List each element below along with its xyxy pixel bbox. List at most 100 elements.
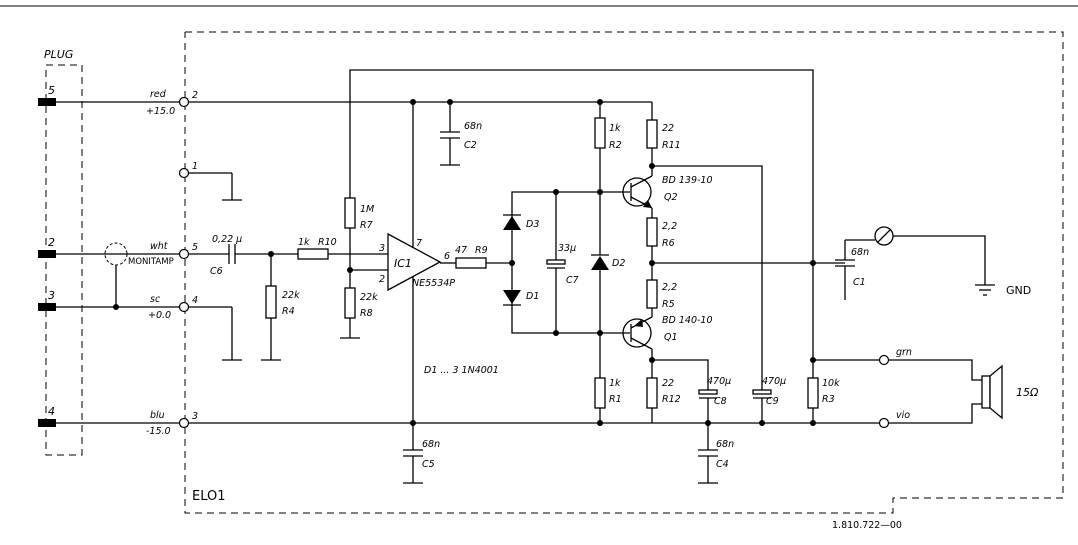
R7-value: 1M	[360, 204, 374, 215]
C9-value: 470μ	[762, 376, 786, 387]
R9-label: R9	[475, 245, 488, 256]
terminal-red	[178, 96, 190, 108]
R3-value: 10k	[822, 378, 840, 389]
resistor-R8	[344, 287, 356, 319]
R9-value: 47	[455, 245, 467, 256]
terminal-gnd	[178, 167, 190, 179]
wire-to-C8	[652, 359, 709, 390]
C6-value: 0,22 μ	[212, 234, 242, 245]
R2-value: 1k	[609, 123, 621, 134]
plug-pin-label-5: 5	[48, 84, 55, 97]
Q2-label: Q2	[664, 192, 678, 203]
C2-value: 68n	[464, 121, 482, 132]
diode-D2	[591, 256, 609, 270]
wire	[630, 337, 653, 350]
resistor-R12	[646, 377, 658, 409]
D2-label: D2	[612, 258, 625, 269]
Q1-label: Q1	[664, 332, 678, 343]
R12-value: 22	[662, 378, 674, 389]
R5-label: R5	[662, 299, 675, 310]
terminal-vio	[878, 417, 890, 429]
terminal-gnd-pin: 1	[192, 161, 198, 172]
vio-label: vio	[896, 410, 910, 421]
wire-sc-label: sc	[150, 294, 161, 305]
IC1-pin6: 6	[444, 251, 450, 262]
board-name: ELO1	[192, 489, 226, 504]
wire	[877, 229, 891, 243]
resistor-R11	[646, 119, 658, 149]
resistor-R2	[594, 117, 606, 149]
C5-label: C5	[422, 459, 435, 470]
diode-D3	[503, 216, 521, 230]
wire-sc-voltage: +0.0	[148, 310, 171, 321]
feedback-wire	[349, 69, 814, 263]
diode-D1	[503, 290, 521, 304]
wire	[511, 263, 600, 334]
part-number: 1.810.722—00	[832, 520, 902, 531]
R6-value: 2,2	[662, 221, 677, 232]
terminal-wht-pin: 5	[192, 242, 198, 253]
C1-value: 68n	[851, 247, 869, 258]
diodes-note: D1 ... 3 1N4001	[424, 365, 499, 376]
Q1-type: BD 140-10	[662, 315, 713, 326]
wire	[888, 359, 982, 381]
terminal-wht	[178, 248, 190, 260]
C7-label: C7	[566, 275, 579, 286]
C8-label: C8	[714, 396, 727, 407]
arrowhead	[643, 200, 652, 208]
wire	[630, 175, 653, 188]
wire-to-C9	[652, 165, 763, 390]
plug-pin-label-2: 2	[48, 236, 55, 249]
wire-blu-label: blu	[150, 410, 165, 421]
R11-value: 22	[662, 123, 674, 134]
speaker-icon	[981, 375, 991, 409]
wire-blu-voltage: -15.0	[146, 426, 171, 437]
speaker-cone	[989, 364, 1003, 420]
junction	[597, 420, 603, 426]
R10-value: 1k	[298, 237, 310, 248]
D1-label: D1	[526, 291, 539, 302]
plug-pin-4	[38, 419, 56, 427]
IC1-type: NE5534P	[412, 278, 455, 289]
C8-value: 470μ	[707, 376, 731, 387]
C4-value: 68n	[716, 439, 734, 450]
R4-value: 22k	[282, 290, 300, 301]
C2-label: C2	[464, 140, 477, 151]
C5-value: 68n	[422, 439, 440, 450]
IC1-pin3: 3	[379, 243, 385, 254]
Q2-type: BD 139-10	[662, 175, 713, 186]
R10-label: R10	[318, 237, 337, 248]
R12-label: R12	[662, 394, 681, 405]
grn-label: grn	[896, 347, 912, 358]
resistor-R3	[807, 377, 819, 409]
resistor-R7	[344, 197, 356, 229]
resistor-R5	[646, 279, 658, 309]
plug-pin-label-3: 3	[48, 289, 55, 302]
C4-label: C4	[716, 459, 729, 470]
plug-pin-3	[38, 303, 56, 311]
resistor-R1	[594, 377, 606, 409]
resistor-R6	[646, 217, 658, 247]
cap-C7-plate	[546, 259, 566, 265]
board-outline	[184, 31, 1064, 514]
terminal-sc	[178, 301, 190, 313]
plug-pin-2	[38, 250, 56, 258]
terminal-blu	[178, 417, 190, 429]
C9-label: C9	[766, 396, 779, 407]
R4-label: R4	[282, 306, 295, 317]
R3-label: R3	[822, 394, 835, 405]
R1-value: 1k	[609, 378, 621, 389]
junction	[113, 304, 119, 310]
resistor-R9	[455, 257, 487, 269]
terminal-grn	[878, 354, 890, 366]
cap-C9-plate	[752, 389, 772, 395]
plug-box	[45, 64, 83, 456]
junction	[410, 99, 416, 105]
speaker-impedance: 15Ω	[1016, 386, 1039, 399]
junction	[810, 420, 816, 426]
terminal-blu-pin: 3	[192, 411, 198, 422]
plug-pin-5	[38, 98, 56, 106]
R6-label: R6	[662, 238, 675, 249]
monitamp-label: MONITAMP	[128, 257, 174, 267]
